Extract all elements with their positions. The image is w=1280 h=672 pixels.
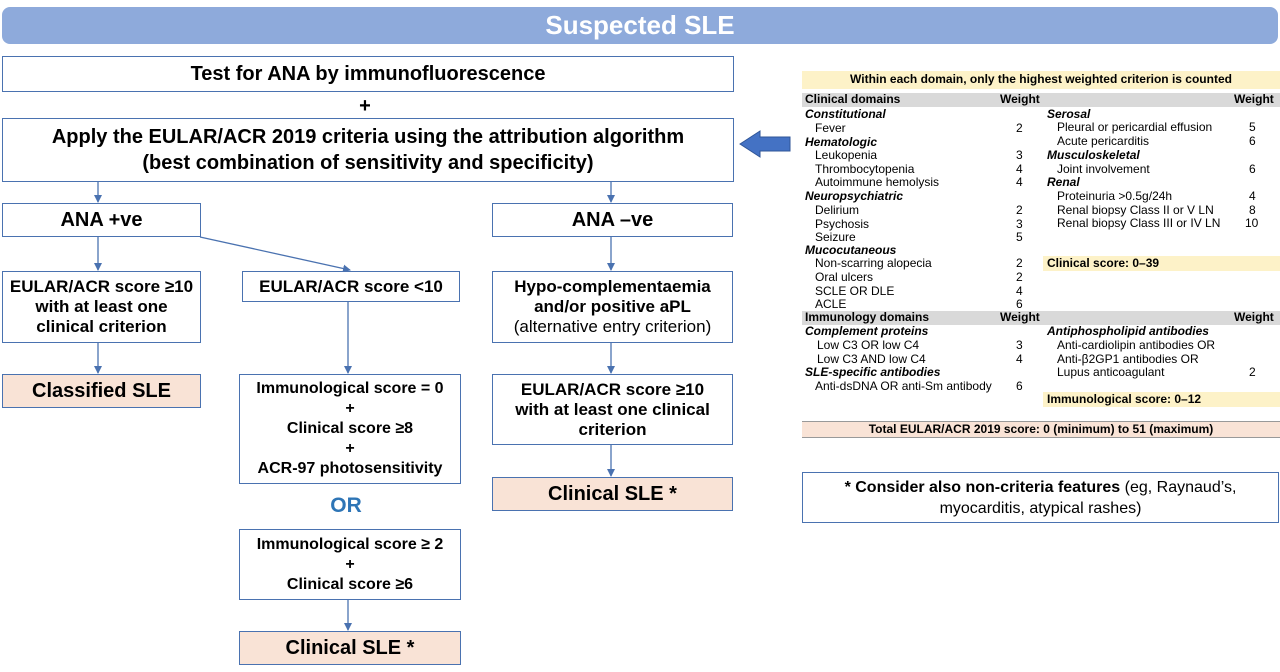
criterion-weight: 4 — [1016, 162, 1023, 176]
immunology-domains-header: Immunology domains — [805, 310, 930, 324]
criterion-label: ACLE — [815, 297, 847, 311]
domain-serosal: Serosal — [1047, 107, 1091, 121]
criterion-label: Lupus anticoagulant — [1057, 365, 1165, 379]
criterion-weight: 2 — [1016, 270, 1023, 284]
big-left-arrow-icon — [739, 130, 791, 158]
or-label: OR — [330, 494, 362, 517]
criterion-label: Pleural or pericardial effusion — [1057, 120, 1213, 134]
domain-renal: Renal — [1047, 175, 1080, 189]
domain-complement: Complement proteins — [805, 324, 929, 338]
weight-header-3: Weight — [1000, 310, 1040, 324]
criterion-label: Autoimmune hemolysis — [815, 175, 940, 189]
clinical-domains-header: Clinical domains — [805, 92, 901, 106]
domain-mucocutaneous: Mucocutaneous — [805, 243, 897, 257]
criterion-weight: 5 — [1249, 120, 1256, 134]
note-band — [802, 71, 1280, 89]
criterion-label: Low C3 OR low C4 — [817, 338, 920, 352]
footnote-normal-2: myocarditis, atypical rashes) — [939, 500, 1142, 517]
criterion-weight: 6 — [1016, 297, 1023, 311]
title-text: Suspected SLE — [545, 10, 735, 40]
criterion-weight: 2 — [1249, 365, 1256, 379]
weight-header-4: Weight — [1234, 310, 1274, 324]
ana-test-box: Test for ANA by immunofluorescence — [2, 56, 734, 92]
page-title: Suspected SLE — [2, 7, 1278, 44]
clinical-header-band — [802, 93, 1280, 107]
criterion-weight: 10 — [1245, 216, 1259, 230]
immuno-zero-box: Immunological score = 0 + Clinical score… — [239, 374, 461, 484]
immuno-two-box: Immunological score ≥ 2 + Clinical score… — [239, 529, 461, 600]
criterion-label: Thrombocytopenia — [815, 162, 915, 176]
criterion-label: Seizure — [815, 230, 856, 244]
footnote-normal-1: (eg, Raynaud’s, — [1120, 479, 1237, 496]
apply-criteria-box: Apply the EULAR/ACR 2019 criteria using … — [2, 118, 734, 182]
neg-score-box: EULAR/ACR score ≥10 with at least one cl… — [492, 374, 733, 445]
clinical-score-text: Clinical score: 0–39 — [1047, 256, 1160, 270]
criterion-weight: 4 — [1249, 189, 1256, 203]
criterion-weight: 2 — [1016, 256, 1023, 270]
domain-antiphospholipid: Antiphospholipid antibodies — [1047, 324, 1209, 338]
criterion-label: Anti-dsDNA OR anti-Sm antibody — [815, 379, 992, 393]
plus-sign: + — [359, 95, 371, 117]
criterion-weight: 4 — [1016, 352, 1023, 366]
criterion-weight: 6 — [1016, 379, 1023, 393]
criterion-label: Psychosis — [815, 217, 870, 231]
criterion-weight: 5 — [1016, 230, 1023, 244]
criterion-label: Anti-cardiolipin antibodies OR — [1057, 338, 1216, 352]
clinical-score-band — [1043, 256, 1280, 271]
ana-negative-box: ANA –ve — [492, 203, 733, 237]
weight-header-2: Weight — [1234, 92, 1274, 106]
criterion-label: Anti-β2GP1 antibodies OR — [1057, 352, 1199, 366]
criterion-label: Delirium — [815, 203, 860, 217]
criterion-label: Proteinuria >0.5g/24h — [1057, 189, 1173, 203]
note-text: Within each domain, only the highest wei… — [850, 72, 1232, 86]
criterion-label: Joint involvement — [1057, 162, 1150, 176]
criterion-weight: 4 — [1016, 284, 1023, 298]
domain-neuropsychiatric: Neuropsychiatric — [805, 189, 904, 203]
criterion-weight: 4 — [1016, 175, 1023, 189]
criterion-label: Fever — [815, 121, 846, 135]
classified-sle-box: Classified SLE — [2, 374, 201, 408]
criterion-weight: 2 — [1016, 203, 1023, 217]
criterion-label: Non-scarring alopecia — [815, 256, 932, 270]
criterion-label: Low C3 AND low C4 — [817, 352, 926, 366]
criterion-label: Oral ulcers — [815, 270, 874, 284]
footnote-box: * Consider also non-criteria features (e… — [802, 472, 1279, 523]
criterion-weight: 8 — [1249, 203, 1256, 217]
footnote-bold: * Consider also non-criteria features — [844, 479, 1121, 496]
total-score-text: Total EULAR/ACR 2019 score: 0 (minimum) … — [868, 422, 1214, 436]
arrow-pos-to-lt10 — [199, 236, 351, 273]
domain-hematologic: Hematologic — [805, 135, 878, 149]
immuno-score-band — [1043, 392, 1280, 407]
criterion-weight: 6 — [1249, 162, 1256, 176]
hypo-complement-box: Hypo-complementaemia and/or positive aPL… — [492, 271, 733, 343]
criterion-label: SCLE OR DLE — [815, 284, 895, 298]
score-lt10-box: EULAR/ACR score <10 — [242, 271, 460, 302]
criterion-weight: 2 — [1016, 121, 1023, 135]
clinical-sle-mid-box: Clinical SLE * — [239, 631, 461, 665]
criterion-weight: 3 — [1016, 338, 1023, 352]
criterion-label: Acute pericarditis — [1057, 134, 1150, 148]
domain-sle-specific: SLE-specific antibodies — [805, 365, 941, 379]
criterion-label: Renal biopsy Class III or IV LN — [1057, 216, 1221, 230]
weight-header-1: Weight — [1000, 92, 1040, 106]
ana-positive-box: ANA +ve — [2, 203, 201, 237]
domain-musculoskeletal: Musculoskeletal — [1047, 148, 1140, 162]
criterion-weight: 6 — [1249, 134, 1256, 148]
criterion-label: Renal biopsy Class II or V LN — [1057, 203, 1214, 217]
score-10-box: EULAR/ACR score ≥10 with at least one cl… — [2, 271, 201, 343]
criterion-weight: 3 — [1016, 217, 1023, 231]
criterion-weight: 3 — [1016, 148, 1023, 162]
immuno-score-text: Immunological score: 0–12 — [1047, 392, 1202, 406]
domain-constitutional: Constitutional — [805, 107, 886, 121]
criterion-label: Leukopenia — [815, 148, 878, 162]
clinical-sle-right-box: Clinical SLE * — [492, 477, 733, 511]
immuno-header-band — [802, 311, 1280, 325]
total-band — [802, 421, 1280, 438]
